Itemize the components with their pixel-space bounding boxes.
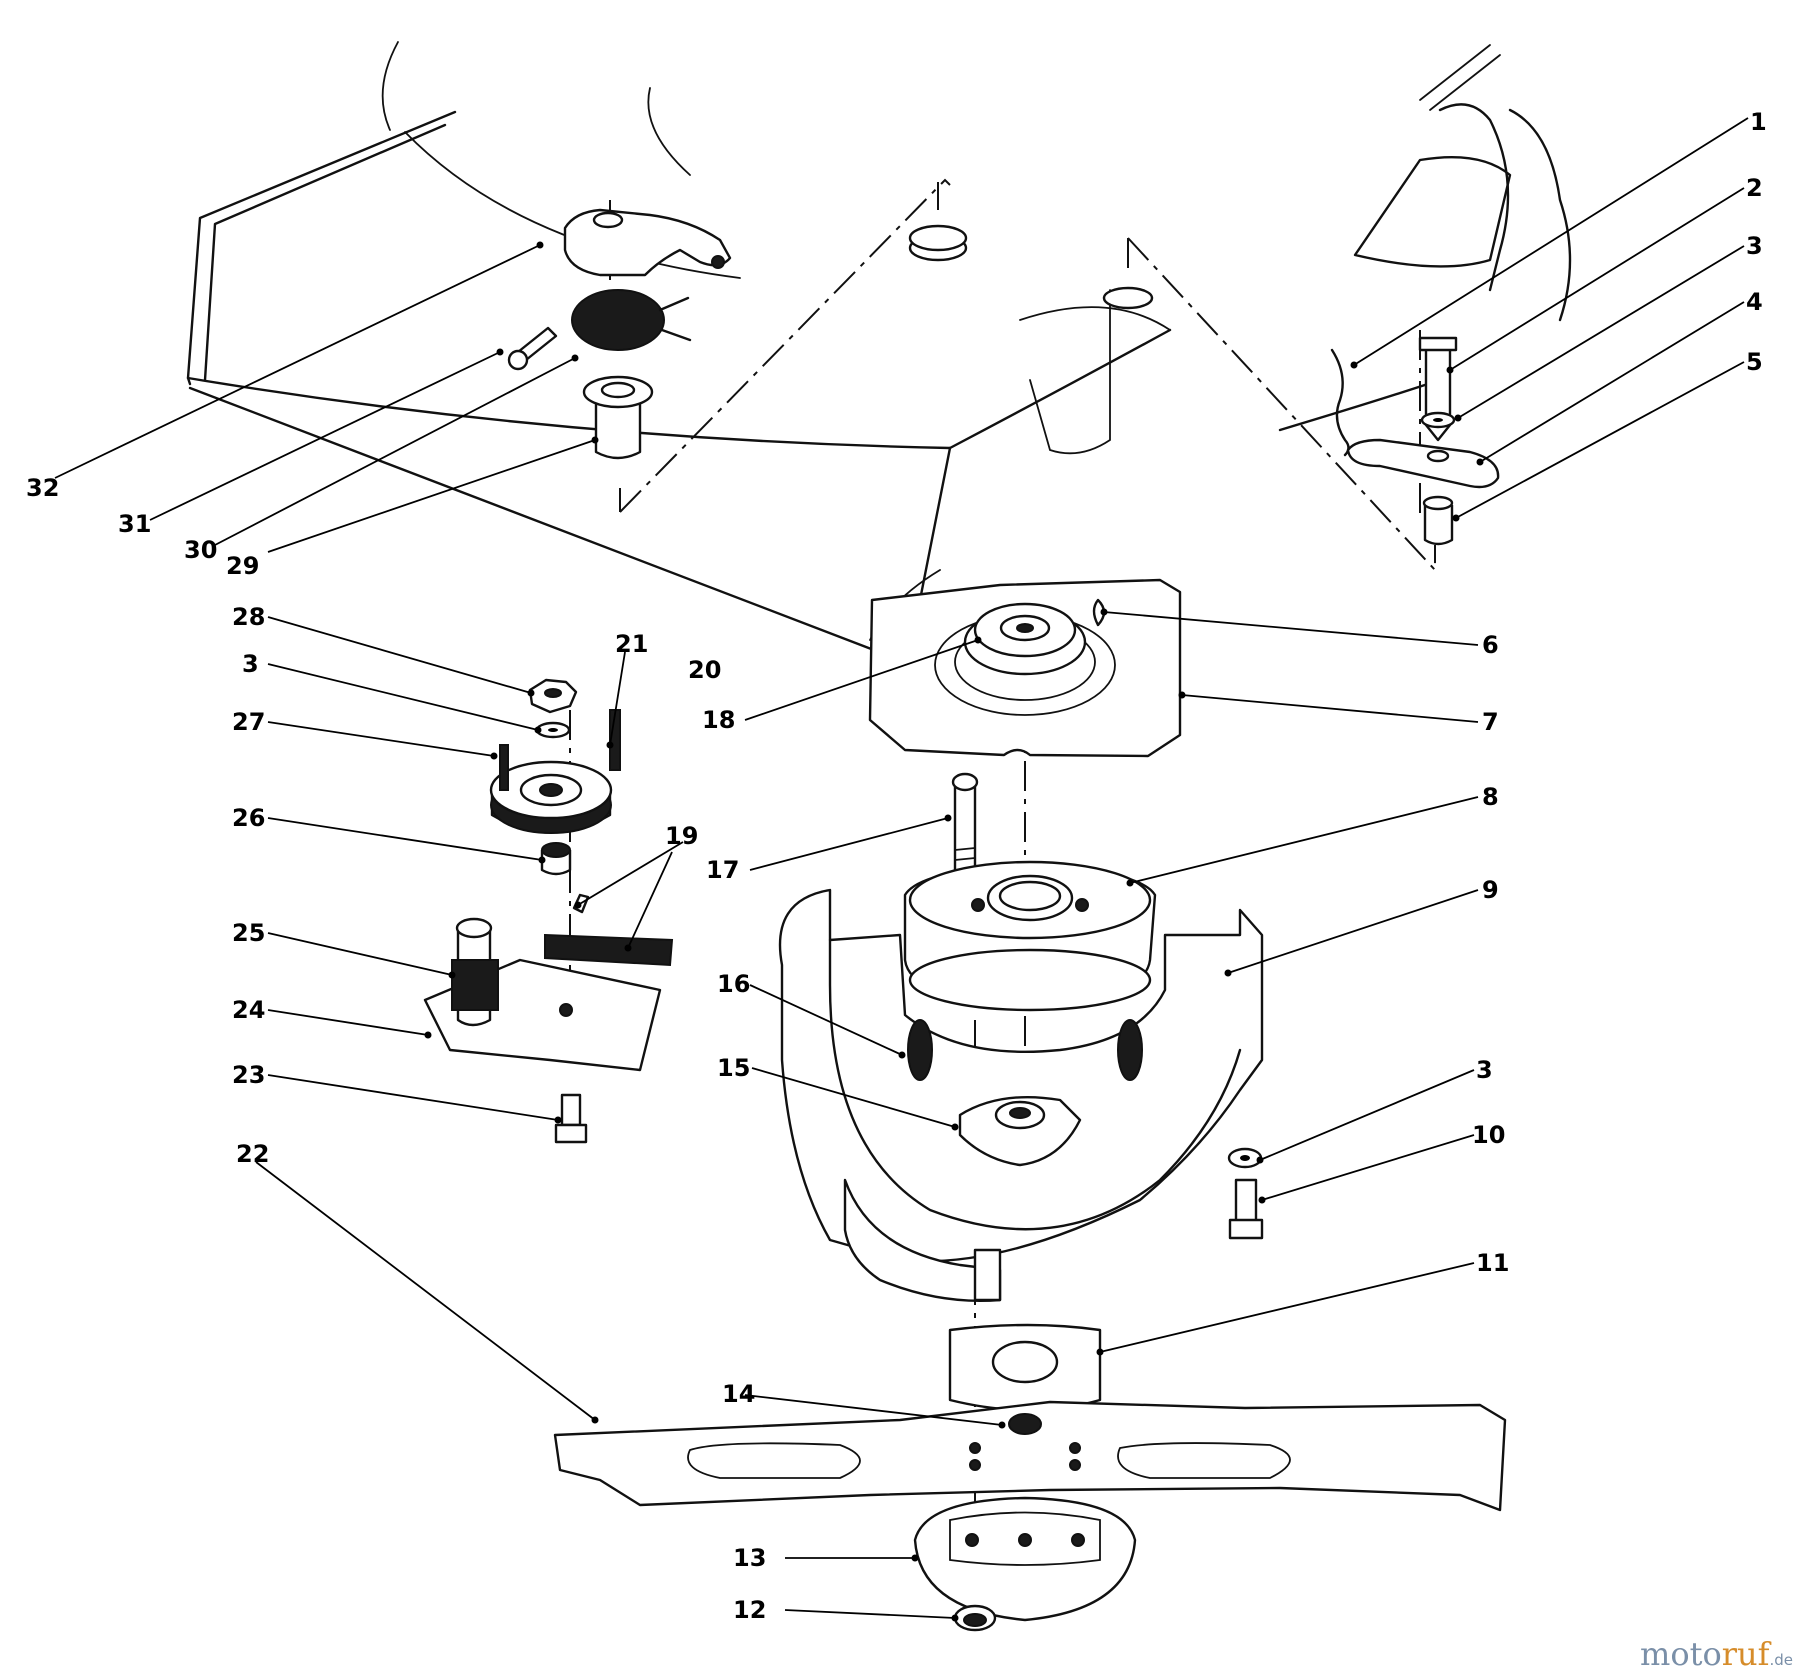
- callout-13: 13: [733, 1544, 766, 1572]
- callout-28: 28: [232, 603, 265, 631]
- callout-20: 20: [688, 656, 721, 684]
- part-6-key: [1092, 598, 1106, 627]
- part-10-bolt: [1228, 1178, 1264, 1240]
- callout-25: 25: [232, 919, 265, 947]
- callout-9: 9: [1482, 876, 1499, 904]
- callout-8: 8: [1482, 783, 1499, 811]
- assembly-centerlines: [569, 178, 1436, 1520]
- part-23-bolt: [554, 1093, 588, 1144]
- watermark-brand-part1: moto: [1640, 1635, 1722, 1673]
- part-12-bolt: [953, 1604, 997, 1632]
- callout-26: 26: [232, 804, 265, 832]
- callout-19: 19: [665, 822, 698, 850]
- callout-16: 16: [717, 970, 750, 998]
- callout-4: 4: [1746, 288, 1763, 316]
- part-15-hub: [958, 1095, 1082, 1167]
- callout-17: 17: [706, 856, 739, 884]
- callout-10: 10: [1472, 1121, 1505, 1149]
- callout-14: 14: [722, 1380, 755, 1408]
- part-28-nut: [528, 678, 578, 714]
- callout-12: 12: [733, 1596, 766, 1624]
- watermark-logo: motoruf.de: [1640, 1635, 1793, 1673]
- part-16-dampers: [907, 1019, 1143, 1081]
- part-3-washer-lower: [1227, 1147, 1263, 1169]
- callout-30: 30: [184, 536, 217, 564]
- part-19-plate: [544, 933, 674, 967]
- callout-11: 11: [1476, 1249, 1509, 1277]
- callout-7: 7: [1482, 708, 1499, 736]
- mower-housing-outline: [186, 41, 1572, 662]
- callout-6: 6: [1482, 631, 1499, 659]
- callout-22: 22: [236, 1140, 269, 1168]
- leader-tips: [424, 241, 1484, 1622]
- part-14-nut: [1008, 1413, 1042, 1435]
- part-27-pulley: [489, 760, 613, 834]
- callout-1: 1: [1750, 108, 1767, 136]
- part-3-washer-top: [1420, 411, 1456, 429]
- callout-3-right: 3: [1476, 1056, 1493, 1084]
- callout-3-top: 3: [1746, 232, 1763, 260]
- part-1-clip: [1330, 348, 1350, 457]
- part-25-spring-post: [451, 917, 499, 1027]
- callout-3-left: 3: [242, 650, 259, 678]
- part-32-bracket: [563, 208, 732, 277]
- svg-text:motoruf.de: motoruf.de: [1640, 1635, 1793, 1673]
- part-4-arm: [1346, 438, 1500, 489]
- part-30-spring: [571, 289, 692, 351]
- part-26-bushing: [540, 842, 572, 876]
- callout-23: 23: [232, 1061, 265, 1089]
- callout-29: 29: [226, 552, 259, 580]
- callout-18: 18: [702, 706, 735, 734]
- callout-24: 24: [232, 996, 265, 1024]
- callout-labels: 1 2 3 4 5 6 7 8 9 3 10 11 12 13 14 15 16…: [26, 108, 1767, 1624]
- callout-27: 27: [232, 708, 265, 736]
- callout-21: 21: [615, 630, 648, 658]
- part-3-washer-left: [535, 721, 571, 739]
- part-18-pulley: [963, 602, 1087, 676]
- callout-5: 5: [1746, 348, 1763, 376]
- part-29-bushing: [582, 375, 654, 460]
- part-22-blade: [553, 1400, 1507, 1512]
- part-8-drive-bell: [903, 860, 1157, 1012]
- callout-15: 15: [717, 1054, 750, 1082]
- part-9-housing: [778, 888, 1264, 1303]
- part-5-sleeve: [1422, 495, 1454, 546]
- watermark-suffix: .de: [1769, 1651, 1793, 1669]
- part-17-stud: [951, 772, 979, 882]
- callout-31: 31: [118, 510, 151, 538]
- leader-lines: [54, 117, 1749, 1619]
- part-31-bolt: [507, 326, 558, 371]
- part-13-blade-holder: [913, 1496, 1137, 1622]
- watermark-brand-part2: ruf: [1722, 1635, 1772, 1673]
- callout-32: 32: [26, 474, 59, 502]
- callout-2: 2: [1746, 174, 1763, 202]
- part-11-adapter: [948, 1323, 1102, 1412]
- washer-rings-top: [908, 224, 1154, 310]
